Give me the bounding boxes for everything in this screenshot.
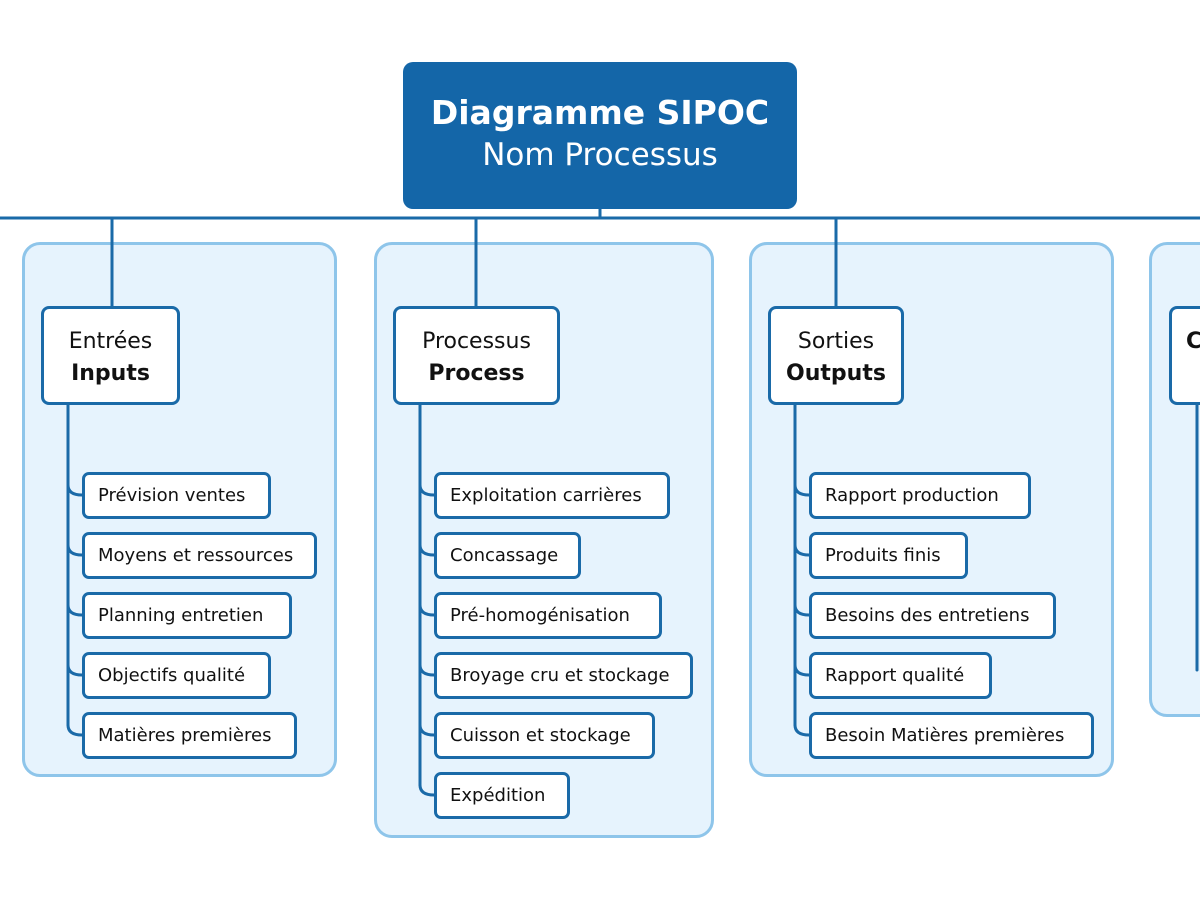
list-item: Rapport qualité <box>809 652 992 699</box>
process-name: Nom Processus <box>482 137 718 173</box>
list-item: Exploitation carrières <box>434 472 670 519</box>
header-outputs-en: Outputs <box>786 361 886 386</box>
list-item: Planning entretien <box>82 592 292 639</box>
list-item: Besoin Matières premières <box>809 712 1094 759</box>
list-item: Produits finis <box>809 532 968 579</box>
header-customers-en: C <box>1186 326 1200 358</box>
header-outputs: Sorties Outputs <box>768 306 904 405</box>
list-item: Concassage <box>434 532 581 579</box>
list-item: Rapport production <box>809 472 1031 519</box>
header-process-fr: Processus <box>422 329 531 354</box>
list-item: Besoins des entretiens <box>809 592 1056 639</box>
header-inputs-fr: Entrées <box>68 329 153 354</box>
diagram-title: Diagramme SIPOC <box>430 93 770 132</box>
header-customers: C <box>1169 306 1200 405</box>
list-item: Matières premières <box>82 712 297 759</box>
header-inputs-en: Inputs <box>71 361 150 386</box>
header-outputs-fr: Sorties <box>797 329 875 354</box>
list-item: Objectifs qualité <box>82 652 271 699</box>
list-item: Moyens et ressources <box>82 532 317 579</box>
header-process: Processus Process <box>393 306 560 405</box>
header-process-en: Process <box>428 361 525 386</box>
list-item: Broyage cru et stockage <box>434 652 693 699</box>
list-item: Expédition <box>434 772 570 819</box>
list-item: Pré-homogénisation <box>434 592 662 639</box>
diagram-title-box: Diagramme SIPOC Nom Processus <box>403 62 797 209</box>
header-inputs: Entrées Inputs <box>41 306 180 405</box>
list-item: Cuisson et stockage <box>434 712 655 759</box>
list-item: Prévision ventes <box>82 472 271 519</box>
